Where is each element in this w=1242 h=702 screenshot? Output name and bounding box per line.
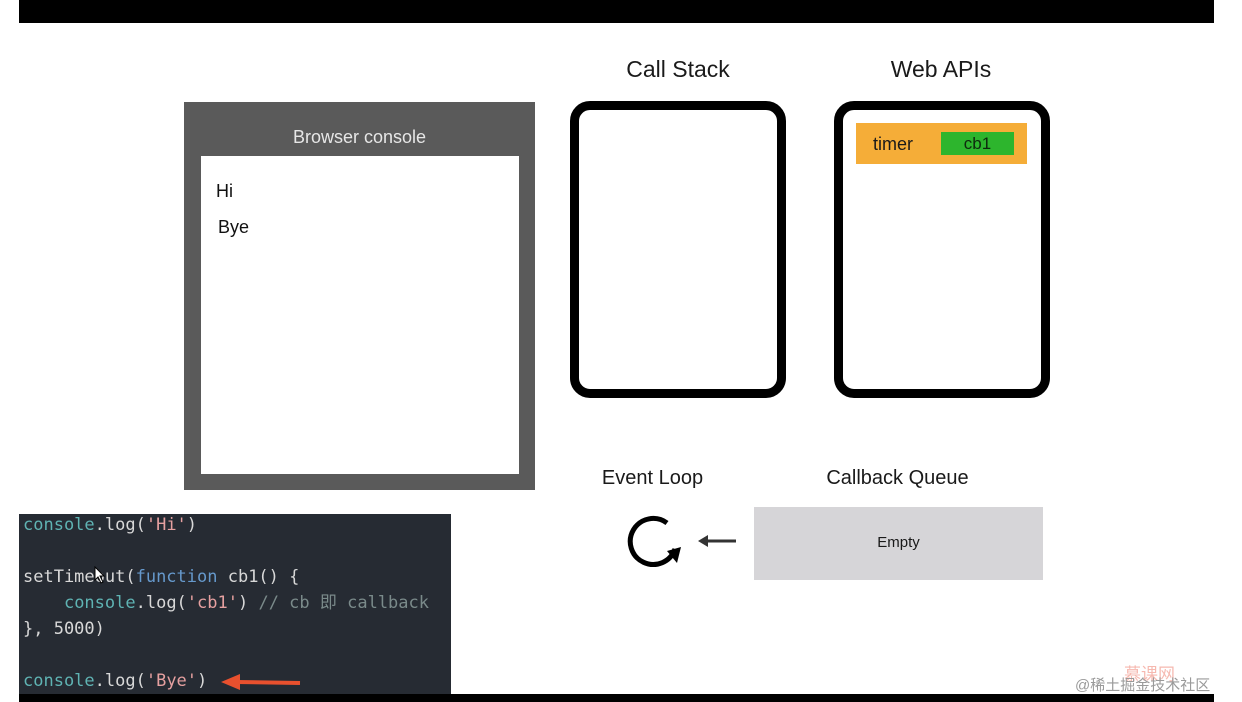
code-indent (23, 593, 64, 613)
code-token: setTimeout( (23, 567, 136, 587)
console-output-line: Bye (218, 217, 250, 237)
code-token: .log( (94, 515, 146, 535)
code-token: 'Bye' (145, 671, 198, 691)
browser-console: Browser console Hi Bye (184, 102, 535, 490)
callback-queue-status: Empty (877, 534, 920, 551)
red-arrow-icon (221, 674, 301, 690)
code-token: }, 5000) (23, 619, 105, 639)
call-stack-title: Call Stack (626, 56, 730, 82)
code-token: cb1() { (217, 567, 300, 587)
timer-entry: timer cb1 (856, 123, 1027, 164)
event-loop-title: Event Loop (601, 467, 704, 489)
bottom-black-bar (19, 694, 1214, 702)
code-token: console (23, 671, 95, 691)
mouse-cursor-icon (94, 566, 106, 584)
code-token: 'Hi' (145, 515, 187, 535)
callback-queue-box: Empty (754, 507, 1043, 580)
code-token: 'cb1' (186, 593, 238, 613)
code-line: }, 5000) (23, 618, 105, 640)
browser-console-output: Hi Bye (201, 156, 519, 474)
code-token: console (63, 593, 136, 613)
code-line: console.log('cb1') // cb 即 callback (23, 592, 429, 614)
watermark-logo: 慕课网 (1124, 665, 1175, 684)
web-apis-box: timer cb1 (834, 101, 1050, 398)
code-token: ) (186, 515, 198, 535)
code-editor: console.log('Hi') setTimeout(function cb… (19, 514, 451, 695)
top-black-bar (19, 0, 1214, 23)
browser-console-title: Browser console (292, 127, 427, 147)
code-line: setTimeout(function cb1() { (23, 566, 299, 588)
code-token: console (23, 515, 95, 535)
timer-label: timer (873, 134, 913, 154)
code-token: ) (197, 671, 208, 691)
code-token: .log( (94, 671, 146, 691)
callback-tag: cb1 (941, 132, 1014, 155)
callback-queue-title: Callback Queue (826, 467, 969, 489)
watermark-text: @稀土掘金技术社区 (1075, 677, 1211, 694)
code-line: console.log('Bye') (23, 670, 207, 692)
code-token: function (135, 567, 218, 587)
loop-icon (627, 515, 681, 567)
code-token: ) (237, 593, 259, 613)
console-output-line: Hi (216, 181, 233, 201)
web-apis-title: Web APIs (890, 56, 992, 82)
code-token: .log( (135, 593, 187, 613)
code-comment: // cb 即 callback (258, 593, 429, 613)
call-stack-box (570, 101, 786, 398)
code-line: console.log('Hi') (23, 514, 197, 536)
arrow-left-icon (698, 535, 736, 547)
